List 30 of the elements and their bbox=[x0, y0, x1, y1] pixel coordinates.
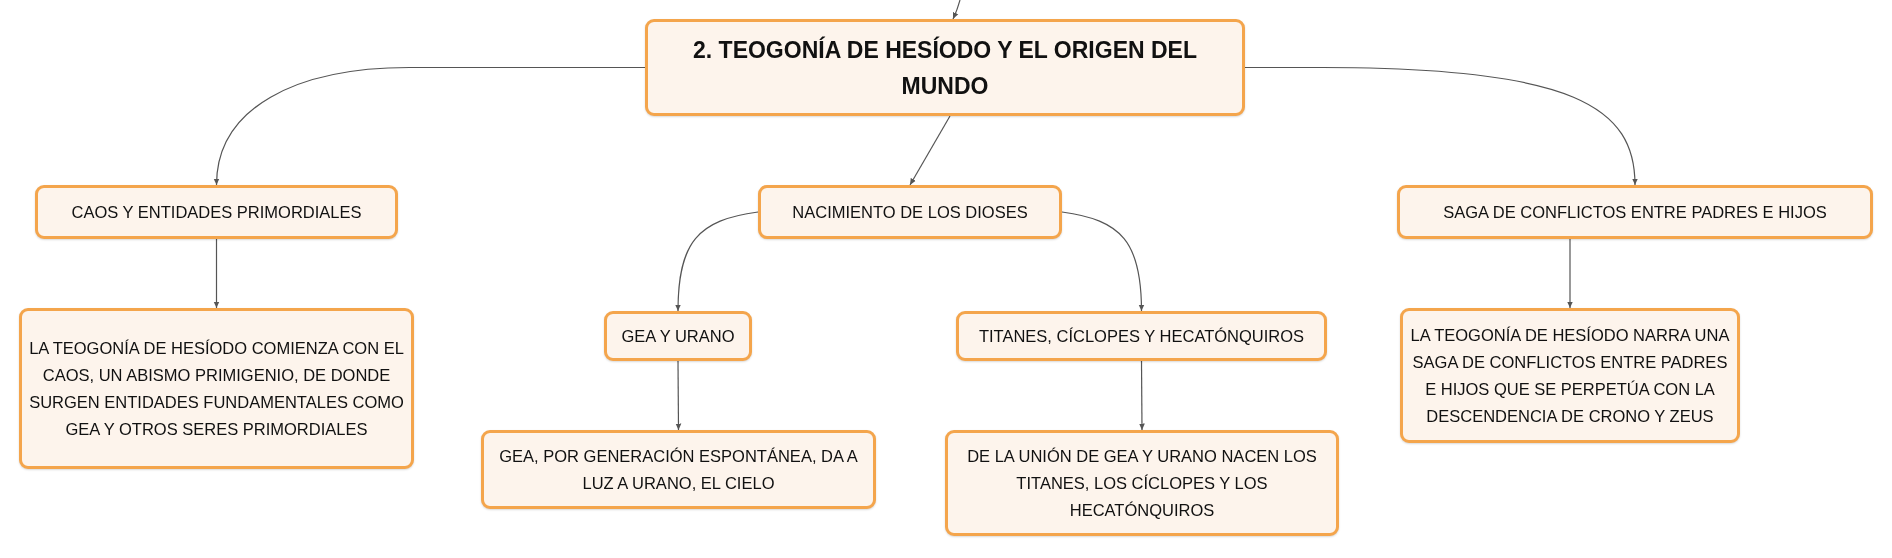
node-text: GEA, POR GENERACIÓN ESPONTÁNEA, DA A LUZ A URANO, EL CIELO bbox=[498, 445, 859, 494]
topic-box bbox=[35, 185, 398, 239]
node-text: GEA Y URANO bbox=[620, 325, 736, 347]
title-box bbox=[645, 19, 1245, 116]
node-text: LA TEOGONÍA DE HESÍODO COMIENZA CON EL CAOS, UN ABISMO PRIMIGENIO, DE DONDE SURGEN ENTIDADES FUNDAMENTALES COMO GEA Y OTROS SERES PRIMORDIALES bbox=[28, 337, 405, 440]
connector-arrow bbox=[1061, 211, 1145, 312]
connector-arrow bbox=[909, 115, 951, 186]
node-text: SAGA DE CONFLICTOS ENTRE PADRES E HIJOS bbox=[1442, 201, 1828, 223]
connector-arrow bbox=[1139, 360, 1145, 431]
connector-arrow bbox=[1244, 66, 1638, 186]
connector-arrow bbox=[675, 360, 682, 431]
connector-arrow bbox=[675, 211, 759, 312]
connector-arrow bbox=[952, 0, 961, 20]
node-text: CAOS Y ENTIDADES PRIMORDIALES bbox=[70, 201, 363, 223]
node-text: NACIMIENTO DE LOS DIOSES bbox=[791, 201, 1029, 223]
node-text: LA TEOGONÍA DE HESÍODO NARRA UNA SAGA DE CONFLICTOS ENTRE PADRES E HIJOS QUE SE PERPETÚA CON LA DESCENDENCIA DE CRONO Y ZEUS bbox=[1409, 324, 1731, 427]
topic-box bbox=[1397, 185, 1873, 239]
topic-box bbox=[481, 430, 876, 509]
topic-box bbox=[19, 308, 414, 469]
connector-arrow bbox=[1567, 238, 1573, 309]
topic-box bbox=[956, 311, 1327, 361]
connector-arrow bbox=[213, 238, 220, 309]
topic-box bbox=[758, 185, 1062, 239]
topic-box bbox=[1400, 308, 1740, 443]
topic-box bbox=[604, 311, 752, 361]
connector-arrow bbox=[214, 66, 646, 186]
node-text: 2. TEOGONÍA DE HESÍODO Y EL ORIGEN DEL MUNDO bbox=[692, 35, 1198, 101]
topic-box bbox=[945, 430, 1339, 536]
node-text: DE LA UNIÓN DE GEA Y URANO NACEN LOS TITANES, LOS CÍCLOPES Y LOS HECATÓNQUIROS bbox=[966, 445, 1318, 521]
node-text: TITANES, CÍCLOPES Y HECATÓNQUIROS bbox=[977, 325, 1306, 347]
